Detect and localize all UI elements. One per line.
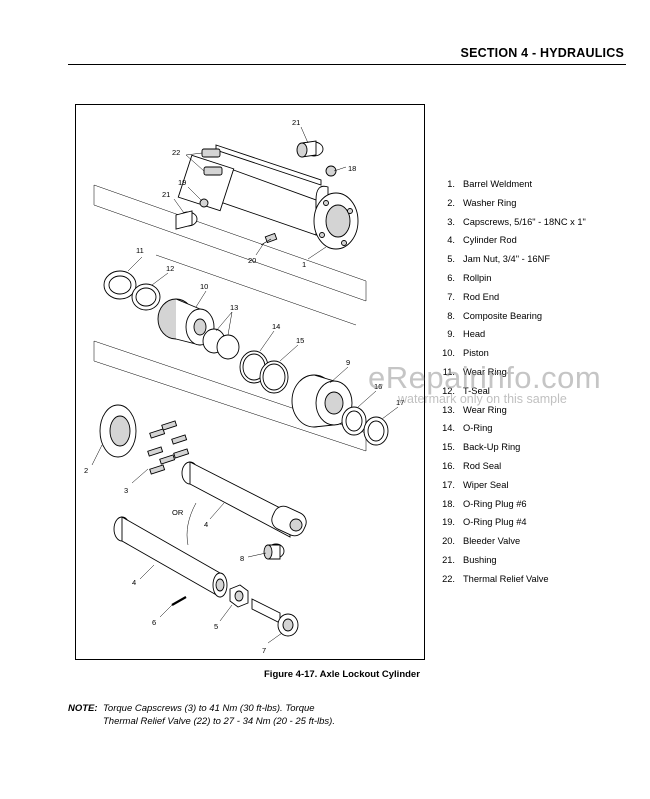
note-label: NOTE: [68,703,98,714]
list-item: 21.Bushing [442,554,497,565]
list-item: 12.T-Seal [442,385,490,396]
list-item: 1.Barrel Weldment [447,179,533,189]
composite-bearing [263,543,285,560]
cylinder-rod-lower [113,516,228,598]
list-item: 7.Rod End [447,291,500,302]
callout-labels: 21 22 18 19 21 20 1 11 12 10 13 14 15 9 … [84,118,404,655]
callout-3: 3 [124,486,128,495]
list-item: 18.O-Ring Plug #6 [442,498,527,509]
figure-caption: Figure 4-17. Axle Lockout Cylinder [264,669,420,680]
list-item: 17.Wiper Seal [442,479,509,490]
list-item: 6.Rollpin [447,272,492,283]
callout-6: 6 [152,618,156,627]
list-item: 11.Wear Ring [442,366,507,377]
section-title: SECTION 4 - HYDRAULICS [460,46,624,60]
callout-4a: 4 [204,520,208,529]
t-seal-12 [131,283,161,311]
rod-end [251,598,299,637]
bleeder-valve [260,232,278,246]
head-9 [291,374,353,428]
list-item: 9.Head [447,329,486,340]
callout-4b: 4 [132,578,136,587]
note-text: Torque Capscrews (3) to 41 Nm (30 ft-lbs… [103,703,335,727]
callout-11: 11 [136,246,144,255]
barrel-weldment [177,144,359,250]
washer-ring [99,404,137,458]
list-item: 16.Rod Seal [442,460,502,471]
callout-19: 19 [178,178,186,187]
list-item: 13.Wear Ring [442,404,507,415]
guide-lines [93,184,367,452]
list-item: 3.Capscrews, 5/16" - 18NC x 1" [447,216,586,227]
wear-rings-13 [202,328,240,360]
callout-10: 10 [200,282,208,291]
list-item: 15.Back-Up Ring [442,442,521,453]
callout-21b: 21 [162,190,170,199]
list-item: 19.O-Ring Plug #4 [442,517,527,528]
list-item: 10.Piston [442,348,489,359]
exploded-diagram-frame: 21 22 18 19 21 20 1 11 12 10 13 14 15 9 … [75,104,425,660]
callout-1: 1 [302,260,306,269]
list-item: 20.Bleeder Valve [442,536,521,547]
bushing-top [296,140,324,158]
rollpin [171,596,187,606]
callout-8: 8 [240,554,244,563]
callout-18: 18 [348,164,356,173]
wear-ring-11 [103,270,137,300]
axle-lockout-cylinder-diagram: 21 22 18 19 21 20 1 11 12 10 13 14 15 9 … [84,118,404,655]
callout-5: 5 [214,622,218,631]
callout-9: 9 [346,358,350,367]
list-item: 8.Composite Bearing [447,310,543,321]
parts-list: 1.Barrel Weldment 2.Washer Ring 3.Capscr… [434,178,586,592]
callout-13: 13 [230,303,238,312]
o-ring-plug-6 [325,165,337,177]
thermal-relief-valves [201,148,223,176]
rod-seal-16 [341,406,367,436]
list-item: 5.Jam Nut, 3/4" - 16NF [447,254,550,265]
cylinder-rod-upper [181,461,307,538]
callout-15: 15 [296,336,304,345]
list-item: 4.Cylinder Rod [447,235,517,246]
torque-note: NOTE: Torque Capscrews (3) to 41 Nm (30 f… [68,703,346,728]
callout-14: 14 [272,322,280,331]
capscrews [147,420,190,475]
list-item: 14.O-Ring [442,423,493,434]
callout-7: 7 [262,646,266,655]
callout-or: OR [172,508,184,517]
callout-22: 22 [172,148,180,157]
wiper-seal-17 [363,416,389,446]
callout-16: 16 [374,382,382,391]
bushing-left [175,210,198,230]
callout-21a: 21 [292,118,300,127]
callout-17: 17 [396,398,404,407]
piston-10 [157,298,215,346]
callout-20: 20 [248,256,256,265]
callout-2: 2 [84,466,88,475]
header-rule [68,64,626,65]
callout-12: 12 [166,264,174,273]
list-item: 2.Washer Ring [447,197,517,208]
list-item: 22.Thermal Relief Valve [442,573,549,584]
back-up-ring-15 [259,360,289,394]
leader-lines [91,126,399,644]
jam-nut [229,584,249,608]
